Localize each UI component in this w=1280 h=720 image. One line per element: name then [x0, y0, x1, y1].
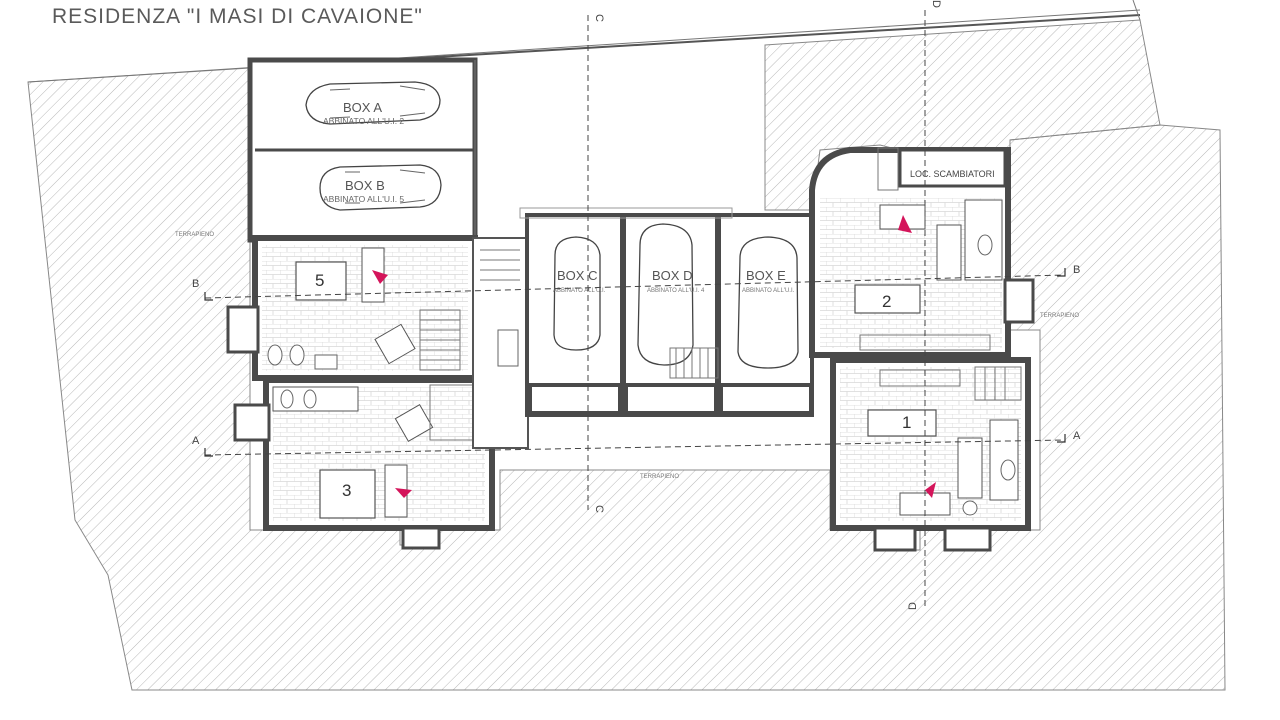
box-a-label: BOX A	[343, 100, 382, 115]
box-b-label: BOX B	[345, 178, 385, 193]
section-lines	[204, 10, 1066, 610]
section-a-right: A	[1073, 430, 1081, 442]
unit-5	[226, 235, 478, 381]
box-b-sub: ABBINATO ALL'U.I. 5	[323, 194, 404, 204]
unit-3-label: 3	[342, 481, 351, 500]
terrain-label-left: TERRAPIENO	[175, 232, 214, 238]
unit-5-label: 5	[315, 271, 324, 290]
box-d-label: BOX D	[652, 268, 692, 283]
terrain-label-right: TERRAPIENO	[1040, 313, 1079, 319]
garage-cde	[519, 207, 814, 417]
box-c-label: BOX C	[557, 268, 597, 283]
box-e-label: BOX E	[746, 268, 786, 283]
car-box-a	[305, 81, 441, 125]
section-c-top: C	[593, 14, 605, 22]
section-d-top: D	[930, 0, 942, 8]
section-b-right: B	[1073, 264, 1080, 276]
unit-2	[809, 147, 1035, 358]
box-c-sub: ABBINATO ALL'U.I.	[553, 288, 606, 294]
box-e-sub: ABBINATO ALL'U.I.	[742, 288, 795, 294]
section-b-left: B	[192, 278, 199, 290]
garage-ab: BOX A ABBINATO ALL'U.I. 2 BOX B ABBINATO…	[247, 57, 478, 243]
unit-3	[233, 377, 495, 550]
car-box-b	[319, 164, 442, 211]
terrain-label-center: TERRAPIENO	[640, 474, 679, 480]
box-d-sub: ABBINATO ALL'U.I. 4	[647, 288, 705, 294]
loc-scambiatori-label: LOC. SCAMBIATORI	[910, 169, 995, 179]
unit-2-label: 2	[882, 292, 891, 311]
corridor	[472, 237, 529, 449]
plan-title: RESIDENZA "I MASI DI CAVAIONE"	[52, 5, 423, 28]
unit-1	[830, 357, 1031, 552]
section-a-left: A	[192, 435, 200, 447]
box-a-sub: ABBINATO ALL'U.I. 2	[323, 116, 404, 126]
unit-1-label: 1	[902, 413, 911, 432]
section-c-bottom: C	[593, 505, 605, 513]
section-d-bottom: D	[907, 602, 919, 610]
